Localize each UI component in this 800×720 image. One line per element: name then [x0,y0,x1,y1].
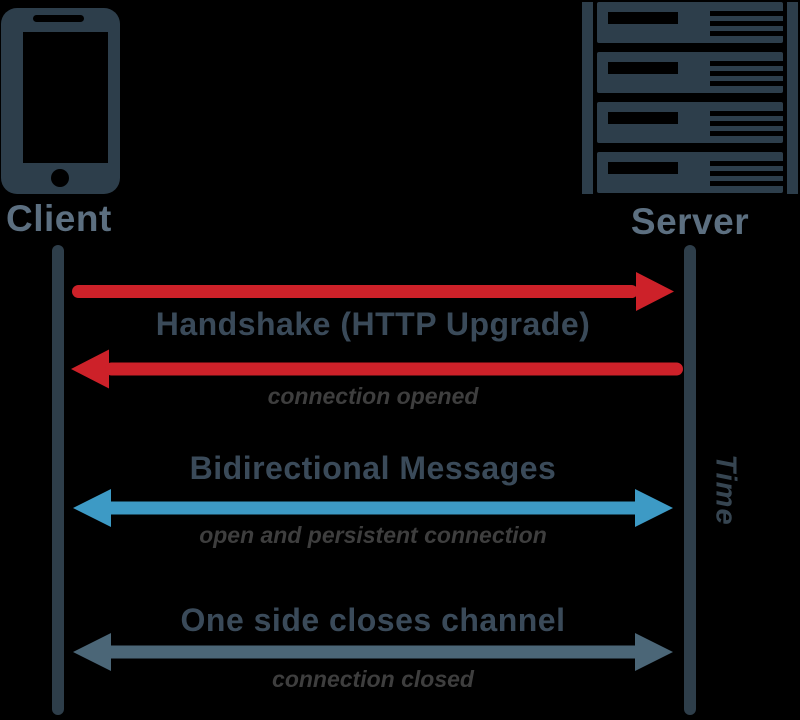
server-label: Server [630,201,750,242]
server-unit [597,102,783,143]
server-unit [597,152,783,193]
server-rails [582,2,798,194]
step-title-close-channel: One side closes channel [180,602,566,638]
server-unit [597,52,783,93]
server-rack-icon [582,2,798,194]
caption-connection-closed: connection closed [272,666,474,692]
arrow-close-channel [73,633,673,671]
arrow-client-to-server [72,272,674,311]
client-label: Client [6,198,112,239]
time-axis-label: Time [709,454,742,526]
server-unit [597,2,783,43]
caption-connection-opened: connection opened [267,383,479,409]
arrow-server-to-client [71,349,683,389]
step-title-handshake: Handshake (HTTP Upgrade) [155,306,591,342]
smartphone-icon [1,8,120,194]
client-lifeline [52,245,64,715]
step-title-bidirectional: Bidirectional Messages [189,450,557,486]
arrow-bidirectional-messages [73,489,673,527]
server-lifeline [684,245,696,715]
caption-open-persistent: open and persistent connection [199,522,547,548]
